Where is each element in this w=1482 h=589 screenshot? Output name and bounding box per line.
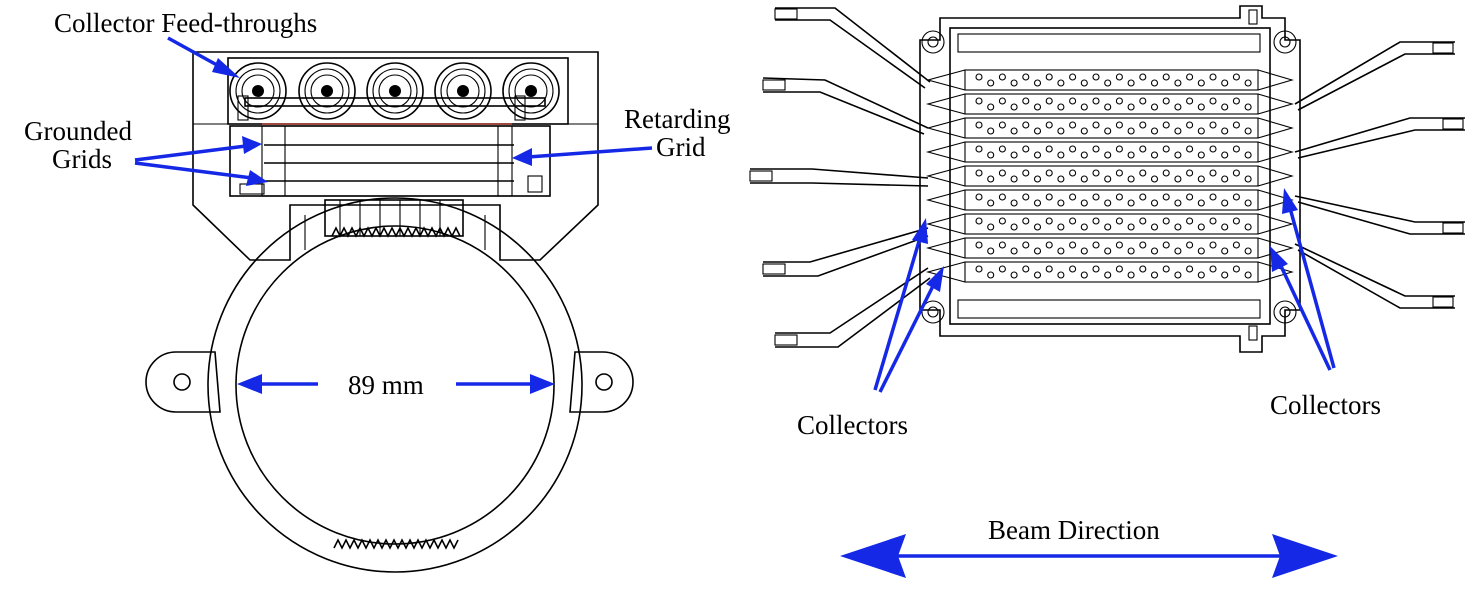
collector-strip: [964, 261, 1259, 283]
label-grid: Grid: [656, 132, 706, 162]
left-mount-lug: [145, 351, 221, 413]
left-lug-hole: [173, 373, 191, 391]
right-lug-hole: [595, 373, 613, 391]
collector-board-outline: [919, 5, 1301, 353]
label-collectors-left: Collectors: [797, 410, 908, 440]
label-collectors-right: Collectors: [1270, 390, 1381, 420]
collector-strip: [964, 237, 1259, 259]
collector-strip: [964, 69, 1259, 91]
rf-fingers-top: [331, 226, 461, 238]
beam-pipe-bore: [235, 225, 555, 545]
beam-pipe-wall: [207, 197, 583, 573]
collector-strip: [964, 93, 1259, 115]
right-mount-lug: [569, 351, 634, 413]
label-beam-direction: Beam Direction: [988, 515, 1160, 545]
collector-strip: [964, 141, 1259, 163]
collector-strip: [964, 165, 1259, 187]
label-retarding: Retarding: [624, 104, 730, 134]
cross-section-view: [145, 51, 634, 573]
label-diameter: 89 mm: [348, 370, 424, 400]
top-view: [749, 5, 1465, 353]
label-grounded: Grounded: [24, 116, 132, 146]
collector-strips: [925, 69, 1294, 283]
grid-stack: [239, 126, 543, 196]
detector-housing: [192, 51, 599, 261]
grid-cavity: [229, 125, 551, 197]
label-grids: Grids: [52, 144, 112, 174]
collector-strip: [964, 213, 1259, 235]
right-traces: [1294, 41, 1465, 309]
left-traces: [749, 7, 931, 348]
collector-strip: [964, 189, 1259, 211]
rf-fingers-bottom: [333, 538, 459, 550]
collector-strip: [964, 117, 1259, 139]
label-collector-feedthroughs: Collector Feed-throughs: [54, 8, 317, 38]
collector-feedthroughs: [229, 62, 560, 121]
